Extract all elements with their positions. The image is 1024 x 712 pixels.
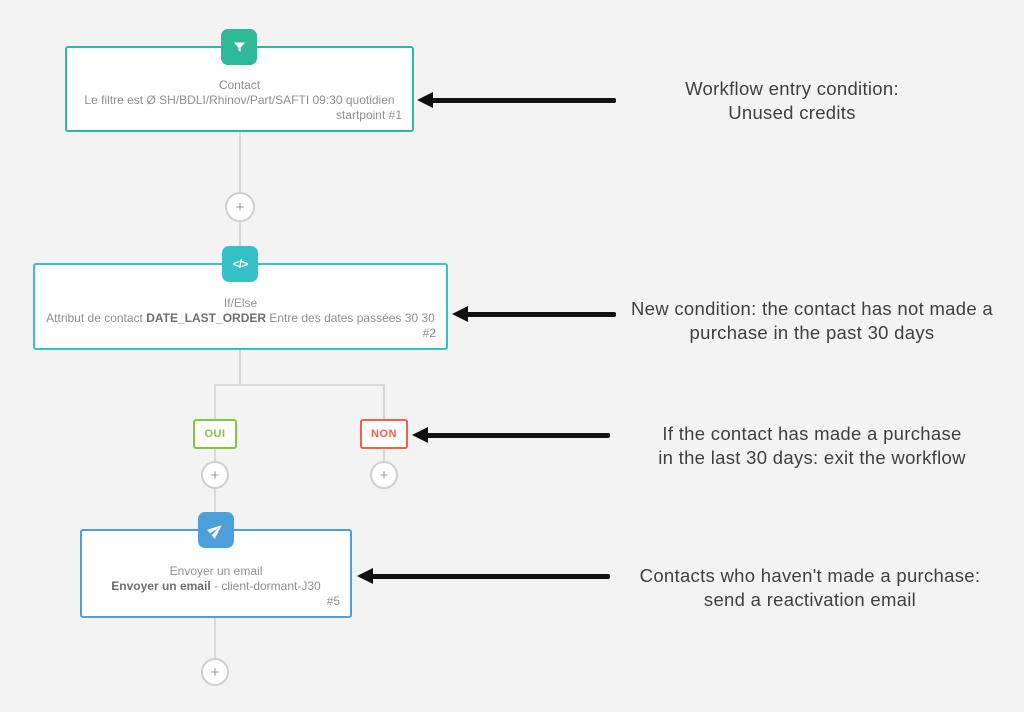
connector-line [239,350,241,384]
connector-line [214,386,216,419]
workflow-node-email[interactable]: Envoyer un email Envoyer un email - clie… [80,529,352,618]
plus-icon: + [235,198,245,216]
node-title: Envoyer un email [169,564,263,578]
connector-line [214,618,216,658]
connector-line [214,449,216,461]
annotation-exit-workflow: If the contact has made a purchase in th… [658,423,966,468]
connector-line [383,449,385,461]
node-ref: startpoint #1 [335,108,402,122]
annotation-arrow [452,306,616,322]
annotation-send-email: Contacts who haven't made a purchase: se… [639,565,981,610]
code-icon: </> [222,246,258,282]
connector-line [383,386,385,419]
node-ifelse-text: If/Else Attribut de contact DATE_LAST_OR… [45,296,436,341]
plus-icon: + [379,466,389,484]
add-step-button-yes[interactable]: + [201,461,229,489]
node-contact-text: Contact Le filtre est Ø SH/BDLI/Rhinov/P… [77,78,402,123]
branch-label-yes: OUI [193,419,237,449]
plus-icon: + [210,663,220,681]
connector-line [214,384,385,386]
add-step-button-no[interactable]: + [370,461,398,489]
node-title: If/Else [223,296,258,310]
filter-icon [221,29,257,65]
node-email-text: Envoyer un email Envoyer un email - clie… [92,564,340,609]
arrow-head-icon [412,427,428,443]
annotation-arrow [357,568,610,584]
annotation-entry-condition: Workflow entry condition: Unused credits [685,78,899,123]
node-ref: #5 [326,594,340,608]
node-description: Envoyer un email - client-dormant-J30 [111,579,321,593]
add-step-button[interactable]: + [225,192,255,222]
node-description: Le filtre est Ø SH/BDLI/Rhinov/Part/SAFT… [84,93,395,107]
annotation-arrow [412,427,610,443]
branch-label-no: NON [360,419,408,449]
add-step-button-bottom[interactable]: + [201,658,229,686]
arrow-head-icon [357,568,373,584]
arrow-head-icon [417,92,433,108]
annotation-arrow [417,92,616,108]
arrow-head-icon [452,306,468,322]
send-icon [198,512,234,548]
connector-line [214,489,216,529]
node-ref: #2 [422,326,436,340]
node-title: Contact [218,78,261,92]
annotation-new-condition: New condition: the contact has not made … [631,298,993,343]
plus-icon: + [210,466,220,484]
node-description: Attribut de contact DATE_LAST_ORDER Entr… [46,311,435,325]
